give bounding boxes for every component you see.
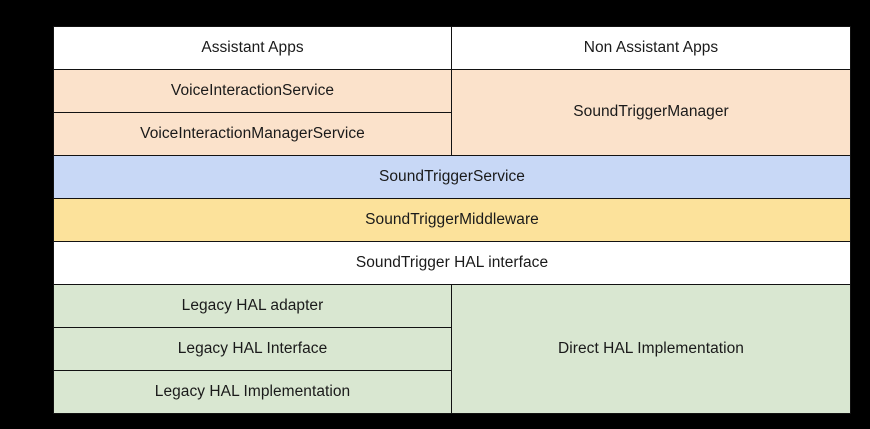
table-row-sound-trigger-hal-interface: SoundTrigger HAL interface: [53, 241, 851, 285]
cell-voice-interaction-manager-service: VoiceInteractionManagerService: [53, 112, 452, 156]
cell-sound-trigger-service: SoundTriggerService: [53, 155, 851, 199]
cell-label: VoiceInteractionService: [170, 81, 335, 99]
cell-sound-trigger-manager: SoundTriggerManager: [451, 69, 851, 156]
cell-label: SoundTriggerMiddleware: [365, 210, 539, 228]
cell-label: Non Assistant Apps: [583, 38, 719, 56]
cell-label: Direct HAL Implementation: [558, 339, 744, 357]
cell-label: Legacy HAL Interface: [177, 339, 328, 357]
header-cell-non-assistant-apps: Non Assistant Apps: [451, 26, 851, 70]
cell-legacy-hal-interface: Legacy HAL Interface: [53, 327, 452, 371]
cell-legacy-hal-implementation: Legacy HAL Implementation: [53, 370, 452, 414]
cell-label: SoundTrigger HAL interface: [355, 253, 549, 271]
cell-legacy-hal-adapter: Legacy HAL adapter: [53, 284, 452, 328]
table-row-voice-interaction-manager-service: VoiceInteractionManagerService: [53, 112, 851, 156]
table-row-legacy-hal-interface: Legacy HAL Interface: [53, 327, 851, 371]
table-row-sound-trigger-middleware: SoundTriggerMiddleware: [53, 198, 851, 242]
cell-sound-trigger-hal-interface: SoundTrigger HAL interface: [53, 241, 851, 285]
cell-label: Legacy HAL Implementation: [154, 382, 351, 400]
cell-sound-trigger-middleware: SoundTriggerMiddleware: [53, 198, 851, 242]
cell-direct-hal-implementation: Direct HAL Implementation: [451, 284, 851, 414]
table-row-sound-trigger-service: SoundTriggerService: [53, 155, 851, 199]
table-row-voice-interaction-service: VoiceInteractionService SoundTriggerMana…: [53, 69, 851, 156]
cell-label: Assistant Apps: [201, 38, 304, 56]
cell-label: VoiceInteractionManagerService: [140, 124, 365, 142]
cell-label: SoundTriggerService: [379, 167, 525, 185]
header-cell-assistant-apps: Assistant Apps: [53, 26, 452, 70]
cell-voice-interaction-service: VoiceInteractionService: [53, 69, 452, 113]
table-row-legacy-hal-adapter: Legacy HAL adapter Direct HAL Implementa…: [53, 284, 851, 414]
cell-label: SoundTriggerManager: [573, 103, 729, 121]
table-row-headers: Assistant Apps Non Assistant Apps: [53, 26, 851, 70]
table-row-legacy-hal-implementation: Legacy HAL Implementation: [53, 370, 851, 414]
soundtrigger-layer-table: Assistant Apps Non Assistant Apps VoiceI…: [53, 26, 851, 414]
cell-label: Legacy HAL adapter: [181, 296, 324, 314]
